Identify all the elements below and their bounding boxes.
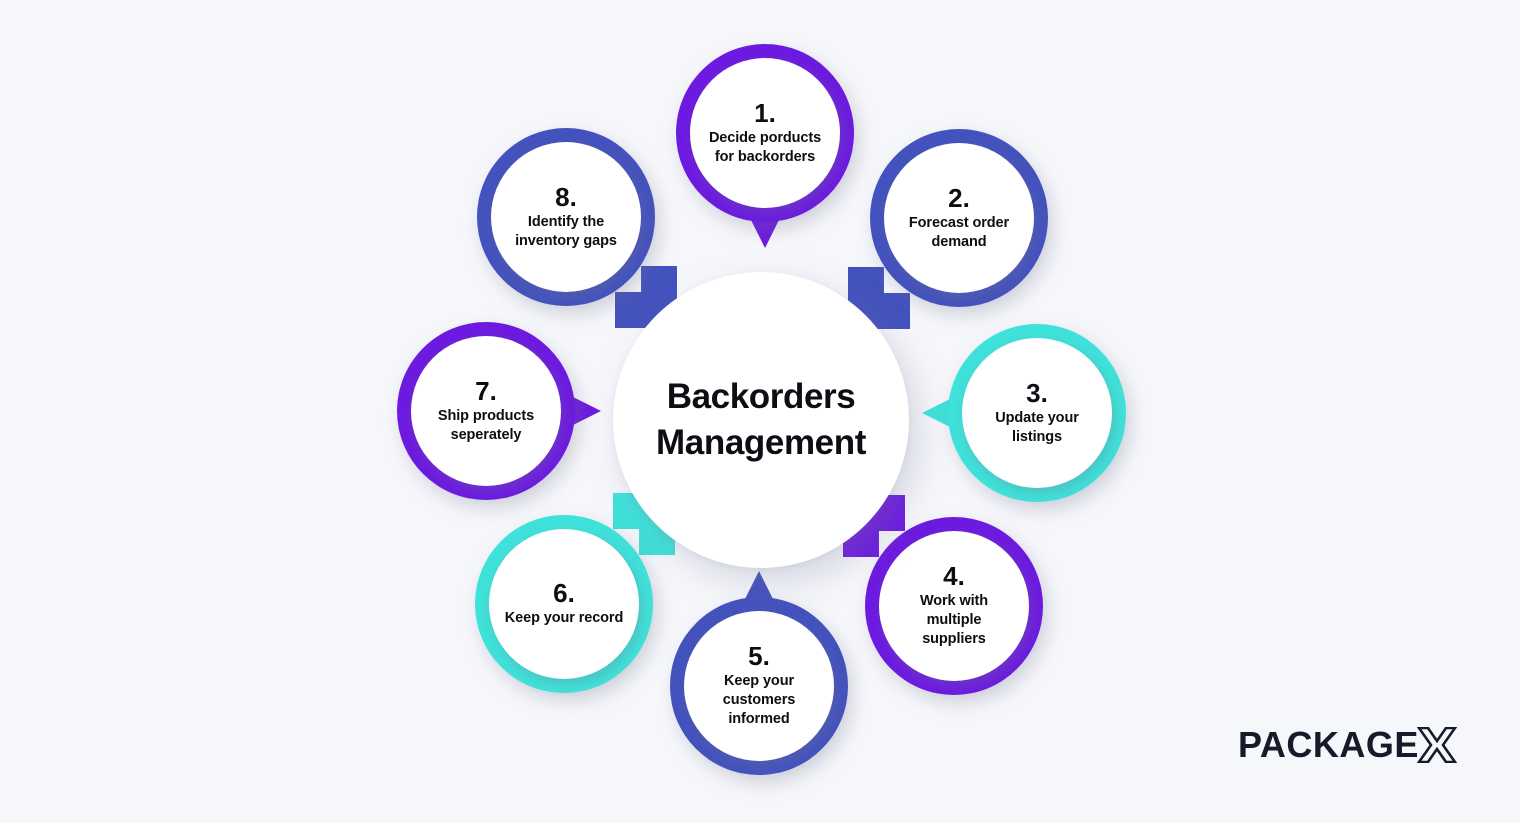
step-node-3-number: 3.	[1026, 377, 1048, 408]
step-node-4-number: 4.	[943, 561, 965, 592]
step-node-3[interactable]: 3.Update your listings	[922, 324, 1126, 502]
step-node-2[interactable]: 2.Forecast order demand	[848, 129, 1048, 329]
step-node-5-label: Keep your customers informed	[722, 673, 796, 728]
step-node-6-body: 6. Keep your record	[489, 529, 639, 679]
logo-wordmark: PACKAGE	[1238, 724, 1419, 765]
logo-x-icon	[1416, 727, 1457, 763]
step-node-8-number: 8.	[555, 181, 577, 212]
step-node-5-number: 5.	[748, 641, 770, 672]
step-node-2-number: 2.	[948, 182, 970, 213]
step-node-7-label: Ship products seperately	[437, 407, 535, 443]
step-node-7-number: 7.	[475, 375, 497, 406]
step-node-1-body: 1.Decide porducts for backorders	[690, 58, 840, 208]
step-node-6-number: 6.	[553, 577, 575, 608]
step-node-4-body: 4.Work with multiple suppliers	[879, 531, 1029, 681]
center-hub-title-line2: Management	[656, 423, 866, 462]
step-node-4[interactable]: 4.Work with multiple suppliers	[843, 495, 1043, 695]
step-node-2-label: Forecast order demand	[908, 214, 1010, 250]
center-hub-title-line1: Backorders	[666, 376, 856, 416]
packagex-logo: PACKAGE	[1238, 727, 1457, 763]
step-node-7-body: 7.Ship products seperately	[411, 336, 561, 486]
step-node-8-body: 8.Identify the inventory gaps	[491, 142, 641, 292]
step-node-2-body: 2.Forecast order demand	[884, 143, 1034, 293]
step-node-4-label: Work with multiple suppliers	[919, 593, 989, 648]
center-hub: Backorders Management	[613, 272, 909, 568]
step-node-1[interactable]: 1.Decide porducts for backorders	[676, 44, 854, 248]
step-node-5-body: 5.Keep your customers informed	[684, 611, 834, 761]
step-node-5[interactable]: 5.Keep your customers informed	[670, 571, 848, 775]
center-hub-title: Backorders Management	[636, 374, 886, 466]
step-node-8-label: Identify the inventory gaps	[515, 213, 617, 249]
step-node-3-label: Update your listings	[995, 409, 1079, 445]
step-node-1-label: Decide porducts for backorders	[708, 129, 822, 165]
step-node-8[interactable]: 8.Identify the inventory gaps	[477, 128, 677, 328]
step-node-7[interactable]: 7.Ship products seperately	[397, 322, 601, 500]
step-node-6[interactable]: 6. Keep your record	[475, 493, 675, 693]
step-node-3-body: 3.Update your listings	[962, 338, 1112, 488]
step-node-6-label: Keep your record	[504, 610, 624, 627]
step-node-1-number: 1.	[754, 97, 776, 128]
